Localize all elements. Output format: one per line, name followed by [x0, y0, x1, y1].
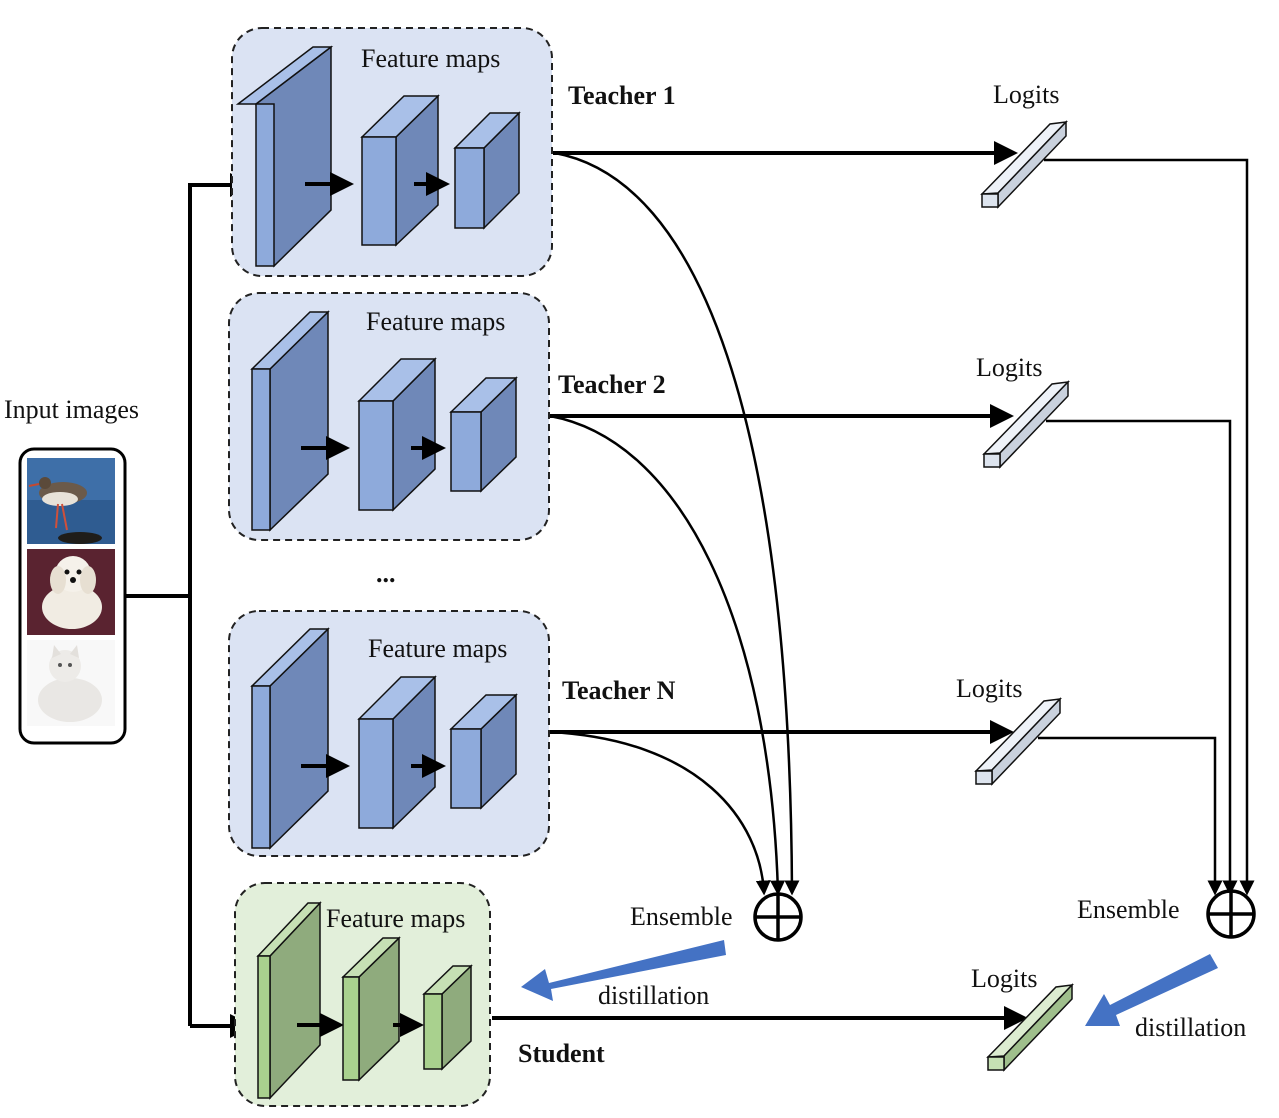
- teacher-2-label: Teacher 2: [558, 370, 666, 399]
- teacher-1-feature-block-medium: [360, 94, 440, 247]
- teacher-1-feature-label: Feature maps: [361, 44, 500, 73]
- distillation-arrow-left: [521, 940, 726, 1001]
- logit-arrows: [492, 141, 1028, 1030]
- distillation-right-label: distillation: [1135, 1013, 1246, 1042]
- teacher-1-logits: [980, 120, 1069, 209]
- student-feature-label: Feature maps: [326, 904, 465, 933]
- student-feature-block-small: [422, 964, 473, 1071]
- feature-ensemble-curves: [549, 151, 800, 896]
- bird-image: [27, 458, 115, 544]
- teacher-2-feature-block-large: [250, 310, 330, 532]
- teacher-2-feature-block-medium: [357, 357, 437, 512]
- ellipsis: ...: [376, 559, 396, 588]
- distillation-arrow-right: [1085, 954, 1218, 1026]
- teacher-1-panel: Feature maps: [231, 27, 553, 277]
- teacher-1-label: Teacher 1: [568, 81, 676, 110]
- logits-ensemble-lines: [1038, 158, 1255, 896]
- teacher-n-logits-label: Logits: [956, 674, 1022, 703]
- teacher-2-feature-label: Feature maps: [366, 307, 505, 336]
- teacher-2-panel: Feature maps: [228, 292, 550, 541]
- teacher-1-feature-block-small: [453, 111, 521, 230]
- teacher-n-feature-block-large: [250, 627, 330, 850]
- teacher-n-panel: Feature maps: [228, 610, 550, 857]
- teacher-n-logits: [974, 697, 1063, 786]
- cat-image: [27, 640, 115, 726]
- student-label: Student: [518, 1039, 605, 1068]
- input-images-box: [18, 447, 127, 745]
- teacher-n-feature-block-medium: [357, 675, 437, 830]
- input-images-label: Input images: [4, 395, 139, 424]
- plus-circle-icon: [1206, 889, 1256, 939]
- teacher-n-feature-label: Feature maps: [368, 634, 507, 663]
- ensemble-left-label: Ensemble: [630, 902, 733, 931]
- teacher-n-feature-block-small: [449, 693, 518, 810]
- student-logits: [986, 983, 1075, 1072]
- plus-circle-icon: [753, 892, 803, 942]
- teacher-1-logits-label: Logits: [993, 80, 1059, 109]
- student-logits-label: Logits: [971, 964, 1037, 993]
- teacher-n-label: Teacher N: [562, 676, 676, 705]
- teacher-2-feature-block-small: [449, 376, 518, 493]
- student-panel: Feature maps: [234, 882, 491, 1107]
- distillation-left-label: distillation: [598, 981, 709, 1010]
- teacher-2-logits: [982, 380, 1071, 469]
- dog-image: [27, 549, 115, 635]
- student-feature-block-medium: [341, 936, 401, 1082]
- teacher-1-feature-block-large: [235, 45, 334, 268]
- teacher-2-logits-label: Logits: [976, 353, 1042, 382]
- student-feature-block-large: [256, 901, 322, 1100]
- ensemble-right-label: Ensemble: [1077, 895, 1180, 924]
